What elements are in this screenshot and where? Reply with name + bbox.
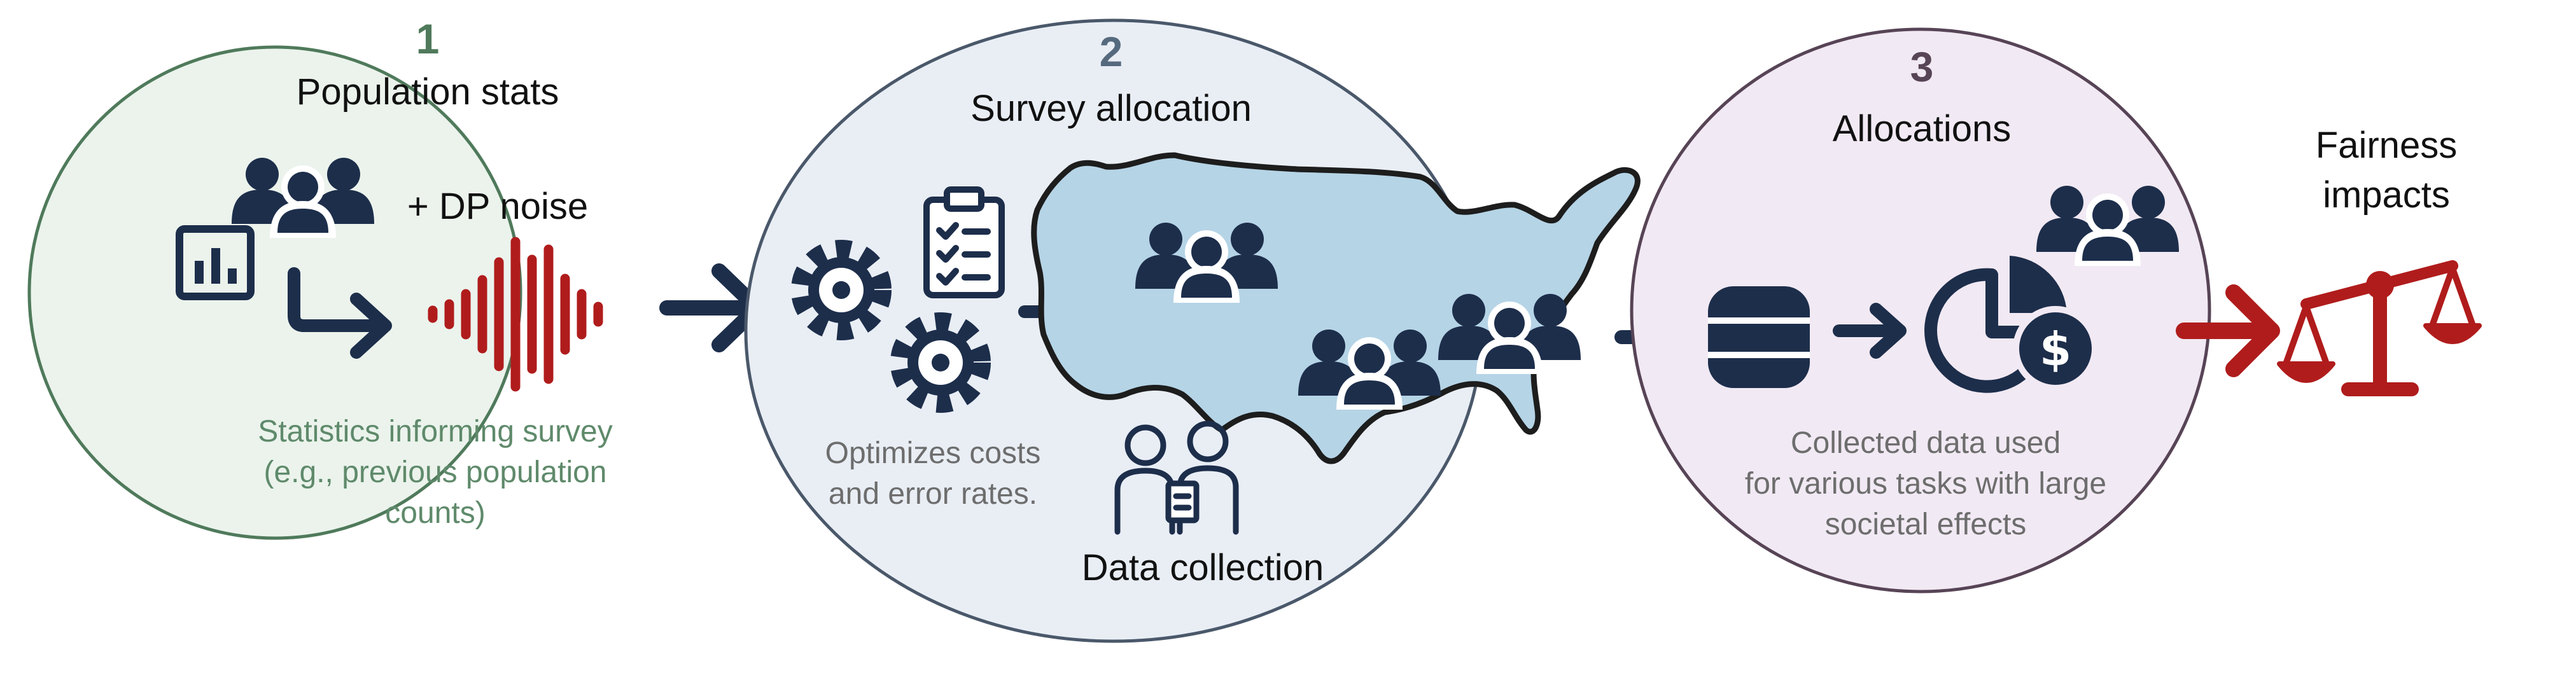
stage-1-title: Population stats xyxy=(297,71,559,113)
stage-2-title: Survey allocation xyxy=(970,88,1252,129)
bar-chart-icon xyxy=(176,225,255,300)
stage-1-description-line-1: Statistics informing survey xyxy=(258,415,613,448)
stage-1: 1 Population stats + DP noise xyxy=(27,15,613,540)
stage-3-title: Allocations xyxy=(1833,108,2011,149)
waveform-icon xyxy=(428,237,603,392)
fairness-title-line-1: Fairness xyxy=(2316,125,2457,166)
arrow-curve-icon xyxy=(288,267,392,359)
stage-3: 3 Allocations $ Collected data used for … xyxy=(1630,27,2211,593)
stage-2-number: 2 xyxy=(1100,28,1123,75)
interviewers-icon xyxy=(1114,420,1239,535)
arrow-stage3-to-fairness xyxy=(2176,284,2280,377)
stage-1-description-line-2: (e.g., previous population xyxy=(263,455,606,489)
arrow-stage1-to-stage2 xyxy=(659,263,765,352)
stage-1-circle xyxy=(27,45,522,540)
fairness-outcome: Fairness impacts xyxy=(2277,125,2482,396)
stage-2: 2 Survey allocation xyxy=(744,18,1641,643)
stage-2-description-line-2: and error rates. xyxy=(829,477,1037,511)
stage-1-number: 1 xyxy=(416,15,440,62)
stage-3-number: 3 xyxy=(1910,43,1934,90)
pie-chart-dollar-icon: $ xyxy=(1924,256,2098,393)
fairness-title-line-2: impacts xyxy=(2323,174,2450,216)
clipboard-checklist-icon xyxy=(923,186,1005,298)
dp-noise-label: + DP noise xyxy=(407,186,588,227)
stage-3-ellipse xyxy=(1630,27,2211,593)
stage-3-description-line-3: societal effects xyxy=(1825,508,2027,541)
stage-3-description-line-1: Collected data used xyxy=(1791,426,2061,460)
database-icon xyxy=(1708,286,1810,388)
stage-1-description-line-3: counts) xyxy=(385,496,485,530)
stage-3-description-line-2: for various tasks with large xyxy=(1745,467,2106,501)
arrow-to-pie xyxy=(1833,303,1907,359)
data-collection-label: Data collection xyxy=(1082,547,1324,588)
svg-text:$: $ xyxy=(2040,323,2071,376)
scales-icon xyxy=(2277,260,2482,396)
stage-2-description-line-1: Optimizes costs xyxy=(825,436,1041,470)
us-map-icon xyxy=(1031,152,1641,464)
